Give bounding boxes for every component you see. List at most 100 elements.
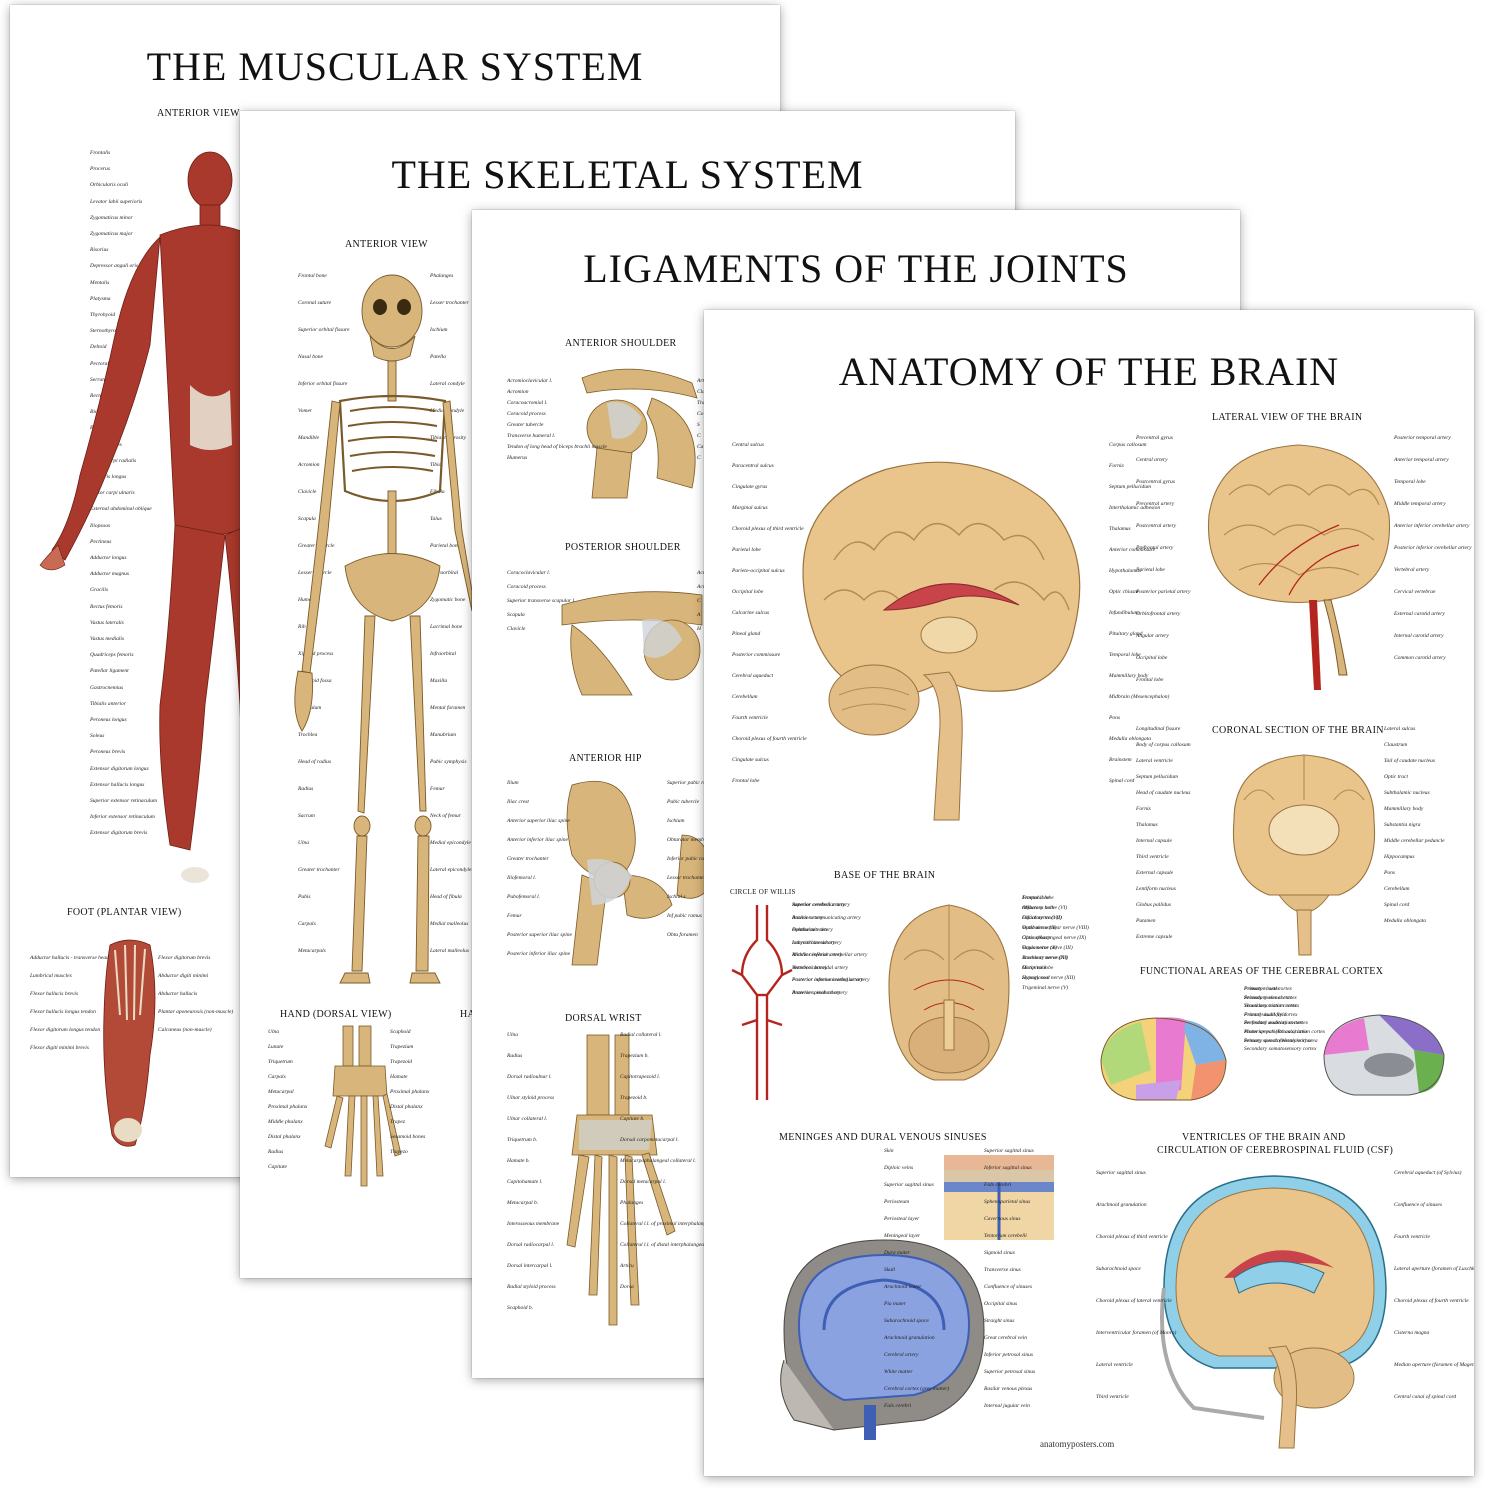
annotation-label: Patella [430,354,446,360]
annotation-label: Ca [697,444,704,450]
annotation-label: Claustrum [1384,742,1408,748]
annotation-label: Anterior spinal artery [792,989,841,996]
annotation-label: Anterior inferior cerebellar artery [792,952,868,958]
annotation-label: Scaphoid b. [507,1305,533,1311]
annotation-label: Extensor digitorum longus [90,765,149,772]
annotation-label: Tibialis anterior [90,700,126,707]
annotation-label: Coracoid process [507,584,546,590]
annotation-label: Pineal gland [732,631,761,637]
annotation-label: Sensory speech (Wernicke's) area [1244,1037,1318,1044]
annotation-label: Medulla oblongata [1109,736,1152,742]
annotation-label: Medial epicondyle [430,840,471,846]
annotation-label: External capsule [1136,870,1174,876]
annotation-label: Depressor anguli oris [90,263,139,270]
poster-title: ANATOMY OF THE BRAIN [838,349,1340,394]
annotation-label: Nasal bone [298,354,323,360]
annotation-label: Phalanges [620,1200,644,1206]
annotation-label: Septum pellucidum [1136,774,1179,780]
annotation-label: Dorsal metacarpal l. [620,1179,666,1185]
annotation-label: Trapezoid b. [620,1095,648,1101]
section-title: BASE OF THE BRAIN [834,870,936,881]
annotation-label: Anterior superior iliac spine [507,818,570,824]
annotation-label: Radial collateral l. [620,1032,662,1038]
annotation-label: Olfactory bulb [1022,905,1055,911]
annotation-label: Lateral ventricle [1096,1362,1133,1368]
annotation-label: Flexor carpi ulnaris [90,490,135,497]
annotation-label: Periosteum [884,1199,910,1205]
annotation-label: Choroid plexus of lateral ventricle [1096,1298,1172,1304]
annotation-label: Central canal of spinal cord [1394,1394,1457,1400]
annotation-label: Confluence of sinuses [984,1284,1032,1290]
annotation-label: Posterior communicating artery [792,977,863,983]
annotation-label: Peroneus longus [90,717,127,723]
annotation-label: Clavi [697,389,709,395]
annotation-label: Parietal bone [430,543,461,549]
annotation-label: Proximal phalanx [390,1089,430,1095]
annotation-label: Occipital lobe [732,589,764,595]
annotation-label: Sphenoparietal sinus [984,1199,1031,1205]
annotation-label: Palmaris longus [90,474,127,480]
annotation-label: Collateral l.l. of distal interphalangea… [620,1242,720,1248]
annotation-label: Inf pubic ramus [667,913,702,919]
annotation-label: Pubofemoral l. [507,894,540,900]
annotation-label: Inferior petrosal sinus [984,1352,1033,1358]
annotation-label: Soleus [90,733,105,740]
annotation-label: Neck of femur [430,813,461,819]
annotation-label: Arachnoid granulation [1096,1202,1147,1208]
annotation-label: Optic chiasm [1109,589,1139,595]
annotation-label: Coronoid fossa [298,678,332,684]
annotation-label: Ulnar collateral l. [507,1116,548,1122]
annotation-label: Manubrium [430,732,456,738]
annotation-label: Labyrinthine artery [792,939,836,946]
annotation-label: Cervical vertebrae [1394,589,1436,595]
annotation-label: Median aperture (foramen of Magendie) [1394,1362,1474,1368]
annotation-label: Trapezoid [390,1059,413,1065]
annotation-label: Scapula [507,612,525,618]
annotation-label: Middle cerebellar peduncle [1384,838,1445,844]
annotation-label: Carpals [268,1074,286,1080]
annotation-label: Inferior sagittal sinus [984,1165,1032,1171]
annotation-label: External abdominal oblique [90,506,152,513]
annotation-label: Posterior commissure [732,652,781,658]
annotation-label: Anterior choroidal artery [792,964,849,971]
annotation-label: Anterior inferior iliac spine [507,837,568,843]
annotation-label: Meningeal layer [884,1233,921,1239]
annotation-label: Femur [507,913,522,919]
annotation-label: Head of caudate nucleus [1136,790,1191,796]
annotation-label: Talus [430,516,442,522]
annotation-label: Peroneus brevis [90,749,126,756]
annotation-label: Extensor digitorum brevis [90,830,148,837]
annotation-label: Tail of caudate nucleus [1384,758,1435,764]
annotation-label: Fourth ventricle [732,715,768,721]
ventricles-csf-illustration [1160,1175,1387,1449]
annotation-label: Tibia [430,462,442,468]
annotation-label: Sternothyroid [90,328,121,335]
annotation-label: Pontine arteries [792,927,828,933]
annotation-label: Metacarpophalangeal collateral l. [620,1158,696,1164]
annotation-label: Lunate [268,1044,284,1050]
annotation-label: Interosseous membrane [507,1221,560,1227]
annotation-label: Trochlea [298,732,318,738]
annotation-label: Temporal lobe [1022,895,1054,901]
annotation-label: Trochlear nerve (IV) [1022,955,1068,961]
annotation-label: Extreme capsule [1136,934,1173,940]
annotation-label: Central sulcus [732,442,764,448]
annotation-label: Globus pallidus [1136,902,1171,908]
annotation-label: Iliopsoas [90,522,111,529]
annotation-label: Vastus lateralis [90,619,124,626]
annotation-label: H [697,626,701,632]
midsagittal-brain-illustration [802,461,1081,821]
annotation-label: Abducens nerve (VI) [1022,905,1068,911]
functional-areas-lateral-illustration [1100,1017,1227,1101]
annotation-label: Femur [430,786,445,792]
annotation-label: Pia mater [884,1301,906,1307]
annotation-label: Arachnoid mater [884,1284,922,1290]
annotation-label: Sigmoid sinus [984,1250,1015,1256]
annotation-label: Supraorbital [430,570,459,576]
annotation-label: Lumbrical muscles [30,973,72,979]
annotation-label: Ilium [507,780,519,786]
annotation-label: Optic tract [1384,774,1408,780]
annotation-label: Vastus medialis [90,636,125,642]
annotation-label: Capitotrapezoid l. [620,1074,661,1080]
annotation-label: Cerebral cortex (grey matter) [884,1386,950,1392]
